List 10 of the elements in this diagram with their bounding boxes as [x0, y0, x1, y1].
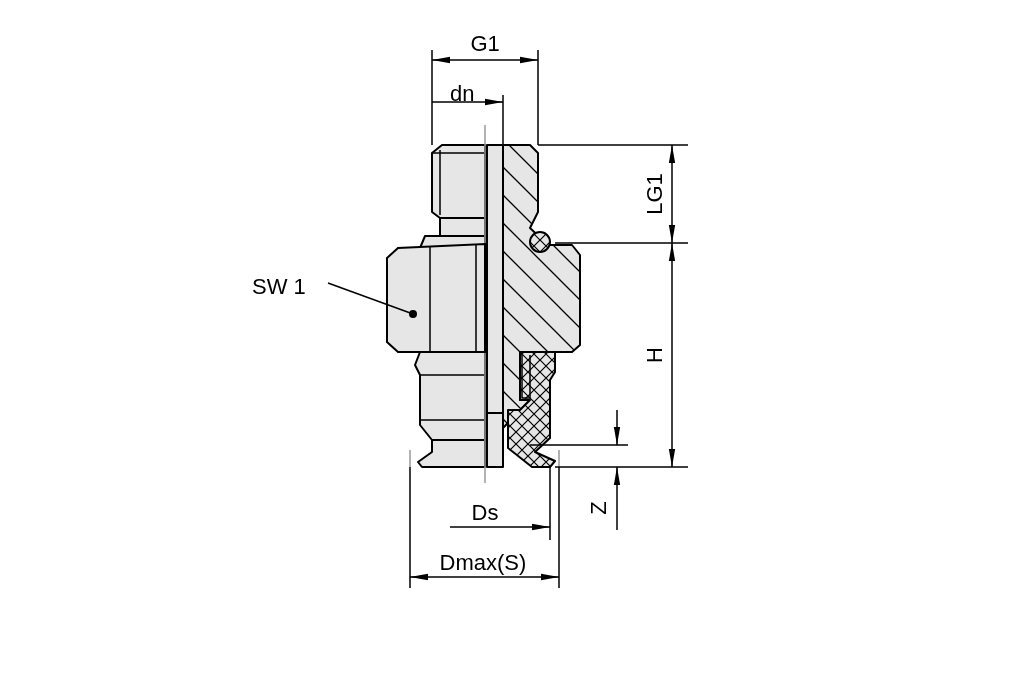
dimension-label: Dmax(S) [439, 552, 527, 574]
dimension-label: G1 [470, 33, 500, 55]
hex-nut-drawing [386, 242, 486, 353]
dimension-label: Z [587, 501, 610, 515]
dimension-label: dn [450, 83, 475, 105]
dimension-label: LG1 [643, 173, 666, 215]
dimension-label: Ds [471, 502, 499, 524]
leader-line [327, 282, 417, 318]
dimension-label: H [643, 347, 666, 363]
callout-label: SW 1 [252, 276, 306, 298]
